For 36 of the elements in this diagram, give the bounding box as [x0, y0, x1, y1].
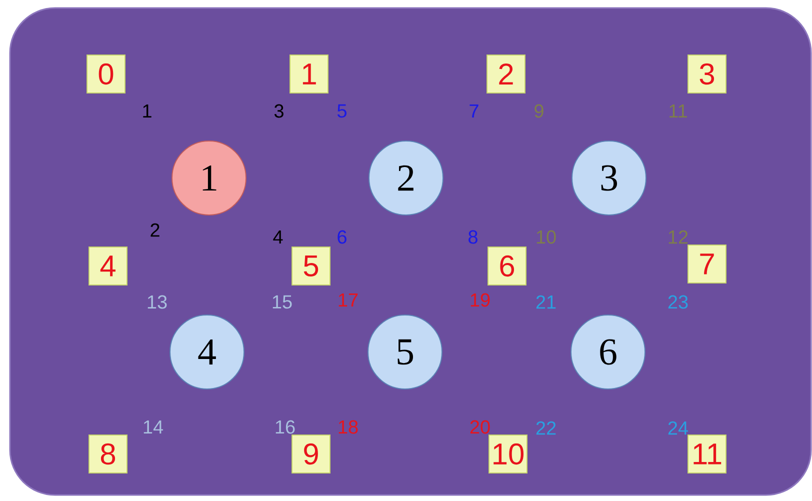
edge-number: 16	[276, 420, 295, 434]
number-square: 4	[88, 246, 128, 286]
number-square: 11	[688, 434, 726, 474]
number-square: 2	[486, 54, 526, 94]
edge-number: 2	[150, 223, 160, 237]
edge-number: 12	[668, 230, 688, 244]
edge-number: 17	[338, 293, 358, 307]
edge-number: 11	[670, 104, 687, 118]
number-square: 9	[292, 434, 330, 474]
edge-number: 22	[536, 421, 556, 435]
number-square: 3	[688, 54, 726, 94]
edge-number: 1	[143, 104, 152, 118]
edge-number: 23	[668, 295, 688, 309]
edge-number: 3	[274, 104, 284, 118]
edge-number: 13	[148, 295, 167, 309]
number-square: 0	[86, 54, 126, 94]
edge-number: 5	[337, 104, 346, 118]
edge-number: 15	[272, 295, 292, 309]
number-square: 1	[290, 54, 328, 94]
edge-number: 4	[273, 230, 283, 244]
number-square: 10	[488, 434, 528, 474]
edge-number: 10	[536, 230, 556, 244]
number-square: 7	[688, 244, 726, 284]
edge-number: 9	[534, 104, 544, 118]
edge-number: 7	[470, 104, 478, 118]
edge-number: 19	[470, 293, 490, 307]
number-square: 6	[488, 246, 526, 286]
edge-number: 18	[338, 420, 358, 434]
edge-number: 20	[470, 420, 490, 434]
edge-number: 8	[468, 230, 478, 244]
number-square: 5	[292, 246, 330, 286]
edge-number: 6	[338, 230, 346, 244]
number-square: 8	[88, 434, 128, 474]
edge-number: 21	[536, 295, 556, 309]
edge-number: 24	[668, 421, 688, 435]
edge-number: 14	[144, 420, 163, 434]
